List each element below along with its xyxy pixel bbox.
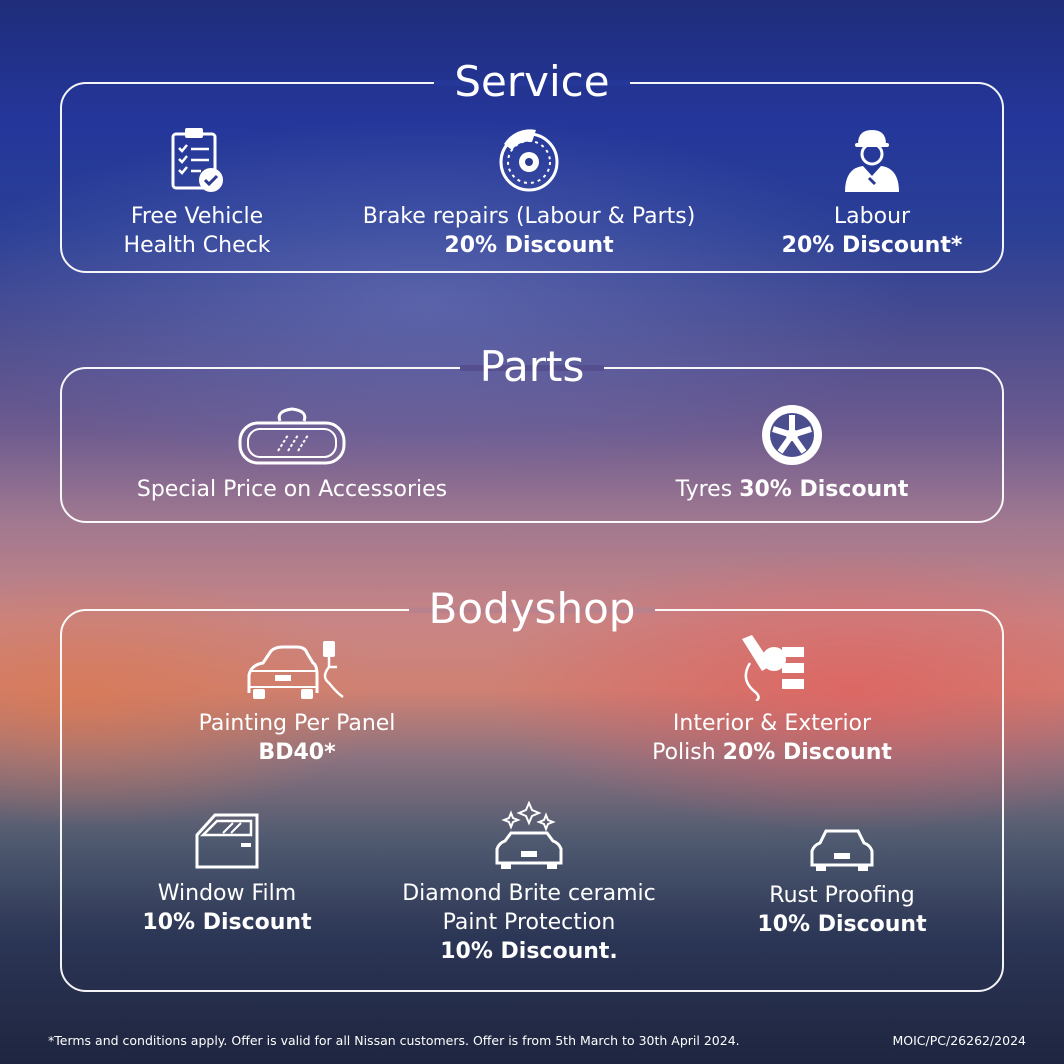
service-item-line2: Health Check xyxy=(123,233,271,258)
section-border-gap xyxy=(434,80,630,86)
tyres-prefix: Tyres xyxy=(675,477,740,502)
car-front-icon xyxy=(722,825,962,873)
brake-disc-icon xyxy=(324,126,734,194)
service-item-brake-repairs: Brake repairs (Labour & Parts) 20% Disco… xyxy=(324,126,734,260)
bodyshop-item-line1: Window Film xyxy=(157,881,297,906)
tyres-discount: 30% Discount xyxy=(739,477,909,502)
rearview-mirror-icon xyxy=(102,407,482,467)
spray-gun-car-icon xyxy=(172,633,422,701)
section-border-gap xyxy=(459,365,605,371)
service-item-line1: Free Vehicle xyxy=(130,204,264,229)
bodyshop-title: Bodyshop xyxy=(428,584,636,633)
wheel-icon xyxy=(622,403,962,467)
service-item-health-check: Free Vehicle Health Check xyxy=(92,126,302,260)
bodyshop-item-painting: Painting Per Panel BD40* xyxy=(172,633,422,767)
bodyshop-item-line1: Interior & Exterior xyxy=(672,711,872,736)
clipboard-check-icon xyxy=(92,126,302,194)
terms-text: *Terms and conditions apply. Offer is va… xyxy=(48,1033,740,1048)
sparkle-car-icon xyxy=(364,801,694,871)
bodyshop-item-line1: Painting Per Panel xyxy=(198,711,396,736)
bodyshop-item-window-film: Window Film 10% Discount xyxy=(112,811,342,937)
parts-item-tyres: Tyres 30% Discount xyxy=(622,403,962,504)
service-item-discount: 20% Discount xyxy=(444,233,614,258)
bodyshop-item-line1: Diamond Brite ceramic xyxy=(402,881,656,906)
service-title: Service xyxy=(454,57,610,106)
polisher-icon xyxy=(622,633,922,701)
parts-item-label: Special Price on Accessories xyxy=(136,477,448,502)
car-door-icon xyxy=(112,811,342,871)
parts-item-accessories: Special Price on Accessories xyxy=(102,407,482,504)
service-item-discount: 20% Discount* xyxy=(781,233,963,258)
mechanic-icon xyxy=(762,126,982,194)
bodyshop-item-line2: Paint Protection xyxy=(442,910,616,935)
parts-title: Parts xyxy=(479,342,585,391)
reference-code: MOIC/PC/26262/2024 xyxy=(892,1033,1026,1048)
bodyshop-item-rust-proofing: Rust Proofing 10% Discount xyxy=(722,825,962,939)
bodyshop-item-line2: Polish 20% Discount xyxy=(622,738,922,767)
service-section: Service Free Vehicle Health Check xyxy=(60,57,1004,273)
bodyshop-item-discount: 10% Discount xyxy=(142,910,312,935)
bodyshop-item-diamond-brite: Diamond Brite ceramic Paint Protection 1… xyxy=(364,801,694,966)
service-item-line1: Brake repairs (Labour & Parts) xyxy=(362,204,696,229)
section-border-gap xyxy=(408,607,656,613)
bodyshop-item-polish: Interior & Exterior Polish 20% Discount xyxy=(622,633,922,767)
polish-prefix: Polish xyxy=(652,740,723,765)
parts-section: Parts Special Price on Accessories Tyres… xyxy=(60,342,1004,523)
bodyshop-item-discount: 10% Discount. xyxy=(440,939,618,964)
parts-item-label: Tyres 30% Discount xyxy=(622,475,962,504)
polish-discount: 20% Discount xyxy=(722,740,892,765)
service-item-labour: Labour 20% Discount* xyxy=(762,126,982,260)
service-item-line1: Labour xyxy=(833,204,911,229)
bodyshop-section: Bodyshop Painting Per Panel BD40* xyxy=(60,584,1004,992)
bodyshop-item-discount: 10% Discount xyxy=(757,912,927,937)
bodyshop-item-price: BD40* xyxy=(258,740,336,765)
bodyshop-item-line1: Rust Proofing xyxy=(769,883,915,908)
